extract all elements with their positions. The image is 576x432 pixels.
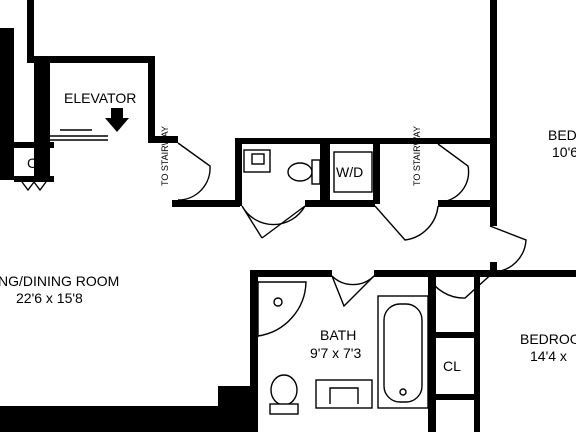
wall-corridor-bottom-mid	[305, 200, 375, 207]
wall-bottom	[0, 406, 258, 432]
doors	[177, 142, 527, 308]
label-bath: BATH	[320, 327, 356, 343]
label-bedroom-right: BEDROO	[520, 331, 576, 347]
wall-right-corridor-top	[438, 138, 490, 144]
washer-dryer-box	[333, 151, 373, 193]
label-cl-left: CL	[27, 155, 45, 171]
wall-bath-top-left	[250, 270, 332, 277]
wall-elevator-top	[27, 56, 155, 63]
laundry-fixtures	[243, 149, 373, 193]
wall-powder-divider	[320, 144, 330, 204]
label-living-room-dim: 22'6 x 15'8	[16, 290, 83, 306]
bath-fixtures	[257, 279, 429, 415]
wall-laundry-left	[235, 138, 242, 206]
elevator-arrow-icon	[105, 108, 129, 132]
wall-wd-right	[373, 144, 380, 204]
bath-toilet	[270, 374, 298, 406]
wall-closet-right	[474, 276, 480, 432]
label-to-stairway-1: TO STAIRWAY	[160, 126, 170, 186]
wall-bedroom-divider	[490, 270, 576, 277]
wall-elevator-right	[148, 56, 155, 142]
kitchen-fixtures	[0, 109, 47, 192]
labels: ELEVATOR CL TO STAIRWAY W/D TO STAIRWAY …	[0, 90, 576, 374]
label-bath-dim: 9'7 x 7'3	[310, 345, 361, 361]
wall-bottom-bump	[218, 386, 258, 432]
wall-laundry-top	[235, 138, 445, 144]
label-bedroom-right-dim: 14'4 x	[530, 348, 567, 364]
toilet-small	[287, 162, 313, 182]
wall-kitchen-left	[0, 28, 14, 180]
label-bedroom-top-dim: 10'6	[552, 144, 576, 160]
wall-corridor-top	[148, 136, 178, 143]
label-elevator: ELEVATOR	[64, 90, 136, 106]
wall-closet-top	[436, 332, 478, 338]
wall-bath-right	[428, 270, 436, 432]
label-living-room: NG/DINING ROOM	[0, 273, 119, 289]
wall-corridor-bottom-right	[438, 200, 496, 207]
wall-bedroom-top-left	[490, 0, 497, 226]
label-bedroom-top: BED	[548, 127, 576, 143]
wall-bedroom-top-lower	[490, 262, 497, 276]
wall-cl-top	[14, 142, 54, 148]
wall-bath-left	[250, 270, 258, 432]
wall-closet-bottom	[436, 394, 478, 400]
label-cl-right: CL	[443, 358, 461, 374]
elevator-fixtures	[38, 108, 129, 141]
wall-cl-bottom	[14, 176, 54, 182]
label-to-stairway-2: TO STAIRWAY	[412, 126, 422, 186]
wall-top-left-vertical	[27, 0, 34, 62]
label-wd: W/D	[336, 164, 363, 180]
wall-elevator-shaft-left	[34, 62, 50, 180]
wall-corridor-bottom-left	[172, 200, 240, 207]
